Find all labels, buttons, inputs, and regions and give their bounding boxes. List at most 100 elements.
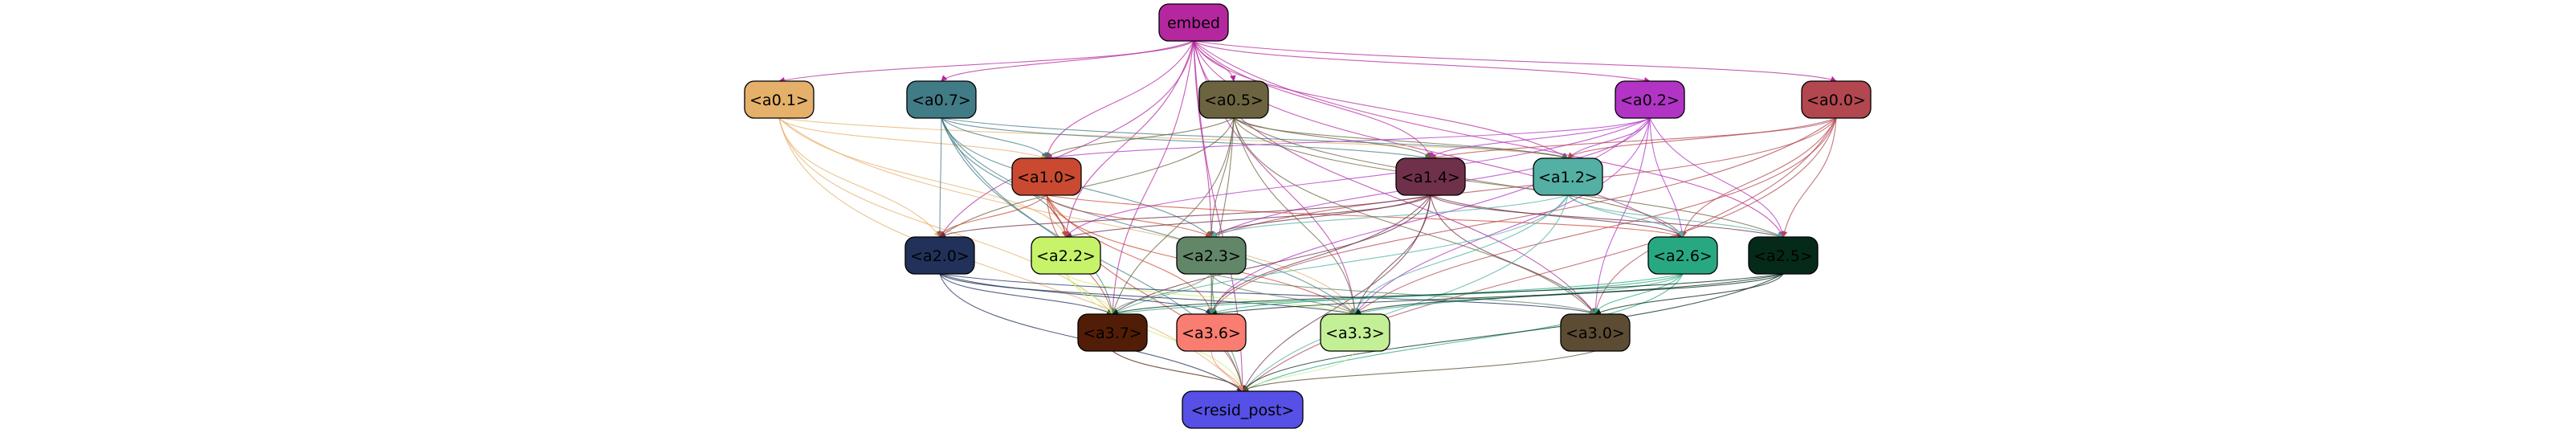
- edge-a3_3-to-resid_post: [1242, 350, 1356, 392]
- node-label: <a2.3>: [1182, 247, 1241, 265]
- edge-a0_5-to-a3_3: [1233, 117, 1358, 315]
- node-a1-2[interactable]: <a1.2>: [1533, 157, 1603, 196]
- node-box: [1031, 236, 1101, 275]
- node-a3-6[interactable]: <a3.6>: [1176, 313, 1247, 352]
- edge-a2_5-to-a3_3: [1354, 273, 1784, 315]
- node-label: <a2.0>: [910, 247, 970, 265]
- node-a2-2[interactable]: <a2.2>: [1031, 236, 1101, 275]
- node-a1-4[interactable]: <a1.4>: [1395, 157, 1466, 196]
- edge-a1_0-to-resid_post: [1046, 194, 1245, 392]
- edge-a0_0-to-a1_2: [1567, 117, 1837, 159]
- node-label: <a2.5>: [1753, 247, 1813, 265]
- edge-a1_4-to-resid_post: [1242, 194, 1431, 392]
- node-a3-3[interactable]: <a3.3>: [1320, 313, 1390, 352]
- edge-a0_0-to-resid_post: [1242, 117, 1837, 392]
- node-label: <a0.7>: [912, 92, 971, 109]
- edge-a1_4-to-a3_0: [1430, 194, 1596, 315]
- edge-a0_1-to-a2_0: [778, 117, 941, 238]
- node-box: [1533, 157, 1603, 196]
- node-a3-0[interactable]: <a3.0>: [1560, 313, 1631, 352]
- edge-a0_1-to-a3_7: [778, 117, 1113, 315]
- edge-a2_0-to-a3_7: [939, 273, 1113, 315]
- edge-a0_2-to-a3_3: [1354, 117, 1651, 315]
- edge-a1_2-to-a3_3: [1353, 194, 1569, 315]
- edge-a1_4-to-a2_0: [939, 194, 1431, 238]
- node-box: [1801, 80, 1872, 119]
- edge-a3_0-to-resid_post: [1242, 350, 1596, 392]
- edge-a0_7-to-a1_0: [941, 117, 1047, 159]
- node-a0-1[interactable]: <a0.1>: [744, 80, 814, 119]
- node-a0-7[interactable]: <a0.7>: [906, 80, 977, 119]
- node-label: embed: [1167, 14, 1220, 32]
- node-a2-6[interactable]: <a2.6>: [1647, 236, 1718, 275]
- node-resid-post[interactable]: <resid_post>: [1182, 390, 1304, 429]
- edge-a0_5-to-a2_3: [1208, 117, 1235, 238]
- edge-a1_0-to-a2_0: [939, 194, 1047, 238]
- edge-a0_2-to-a2_2: [1065, 117, 1651, 238]
- edge-a1_4-to-a2_2: [1065, 194, 1431, 239]
- node-box: [1647, 236, 1718, 275]
- node-embed[interactable]: embed: [1158, 3, 1229, 42]
- edge-a0_2-to-a2_5: [1649, 117, 1786, 238]
- node-a2-3[interactable]: <a2.3>: [1176, 236, 1247, 275]
- edge-a2_0-to-resid_post: [939, 273, 1243, 392]
- node-a0-0[interactable]: <a0.0>: [1801, 80, 1872, 119]
- edge-a2_3-to-a3_3: [1210, 273, 1356, 315]
- edge-a1_4-to-a3_6: [1210, 194, 1431, 315]
- node-label: <a3.0>: [1566, 325, 1625, 342]
- edge-a0_1-to-a2_2: [778, 117, 1068, 238]
- edge-a0_2-to-a1_0: [1046, 117, 1651, 161]
- node-box: [1158, 3, 1229, 42]
- edge-a3_7-to-resid_post: [1112, 350, 1243, 392]
- edge-a1_0-to-a2_3: [1046, 194, 1212, 238]
- edge-embed-to-a3_7: [1109, 40, 1194, 315]
- edge-a2_6-to-resid_post: [1242, 273, 1684, 392]
- edge-a0_5-to-a1_0: [1046, 117, 1235, 159]
- edge-a0_0-to-a3_6: [1210, 117, 1837, 315]
- edge-a0_5-to-a1_4: [1233, 117, 1431, 159]
- node-box: [904, 236, 975, 275]
- edge-embed-to-a1_2: [1193, 40, 1569, 159]
- node-a3-7[interactable]: <a3.7>: [1077, 313, 1148, 352]
- node-box: [744, 80, 814, 119]
- edge-a1_2-to-a2_3: [1210, 194, 1569, 238]
- edge-a0_2-to-a2_6: [1649, 117, 1685, 238]
- edge-a2_6-to-a3_0: [1594, 273, 1684, 315]
- node-label: <a1.2>: [1538, 169, 1598, 186]
- node-box: [1198, 80, 1269, 119]
- edge-a0_0-to-a2_3: [1210, 117, 1837, 239]
- edge-a1_4-to-a2_5: [1430, 194, 1784, 239]
- node-label: <resid_post>: [1191, 402, 1295, 419]
- edge-a0_0-to-a2_5: [1781, 117, 1837, 238]
- edge-a0_1-to-resid_post: [778, 117, 1243, 392]
- node-label: <a1.4>: [1401, 169, 1460, 186]
- node-a0-5[interactable]: <a0.5>: [1198, 80, 1269, 119]
- edge-a1_0-to-a2_6: [1046, 194, 1684, 238]
- edge-embed-to-a2_5: [1193, 40, 1784, 238]
- node-box: [1176, 236, 1247, 275]
- edge-embed-to-a2_2: [1063, 40, 1194, 238]
- node-label: <a2.6>: [1653, 247, 1713, 265]
- edge-a2_2-to-a3_3: [1065, 273, 1356, 316]
- edge-embed-to-a1_4: [1193, 40, 1432, 159]
- node-a2-5[interactable]: <a2.5>: [1748, 236, 1819, 275]
- node-a1-0[interactable]: <a1.0>: [1011, 157, 1082, 196]
- edge-a2_6-to-a3_7: [1112, 273, 1684, 317]
- edge-a0_1-to-a1_0: [778, 117, 1047, 160]
- node-box: [1176, 313, 1247, 352]
- edge-a1_2-to-a3_7: [1112, 194, 1569, 315]
- edge-embed-to-a0_2: [1193, 40, 1651, 84]
- node-a0-2[interactable]: <a0.2>: [1615, 80, 1685, 119]
- edge-a0_7-to-a1_4: [941, 117, 1431, 161]
- node-box: [1615, 80, 1685, 119]
- node-box: [906, 80, 977, 119]
- edge-a2_0-to-a3_0: [939, 273, 1596, 316]
- edge-a2_5-to-a3_0: [1594, 273, 1784, 315]
- edge-a1_0-to-a2_2: [1046, 194, 1069, 238]
- node-box: [1748, 236, 1819, 275]
- edge-embed-to-a0_1: [778, 40, 1194, 84]
- edge-a0_5-to-a3_0: [1233, 117, 1596, 315]
- node-a2-0[interactable]: <a2.0>: [904, 236, 975, 275]
- edge-a0_5-to-a2_0: [939, 117, 1235, 238]
- edge-a0_2-to-a1_4: [1430, 117, 1651, 159]
